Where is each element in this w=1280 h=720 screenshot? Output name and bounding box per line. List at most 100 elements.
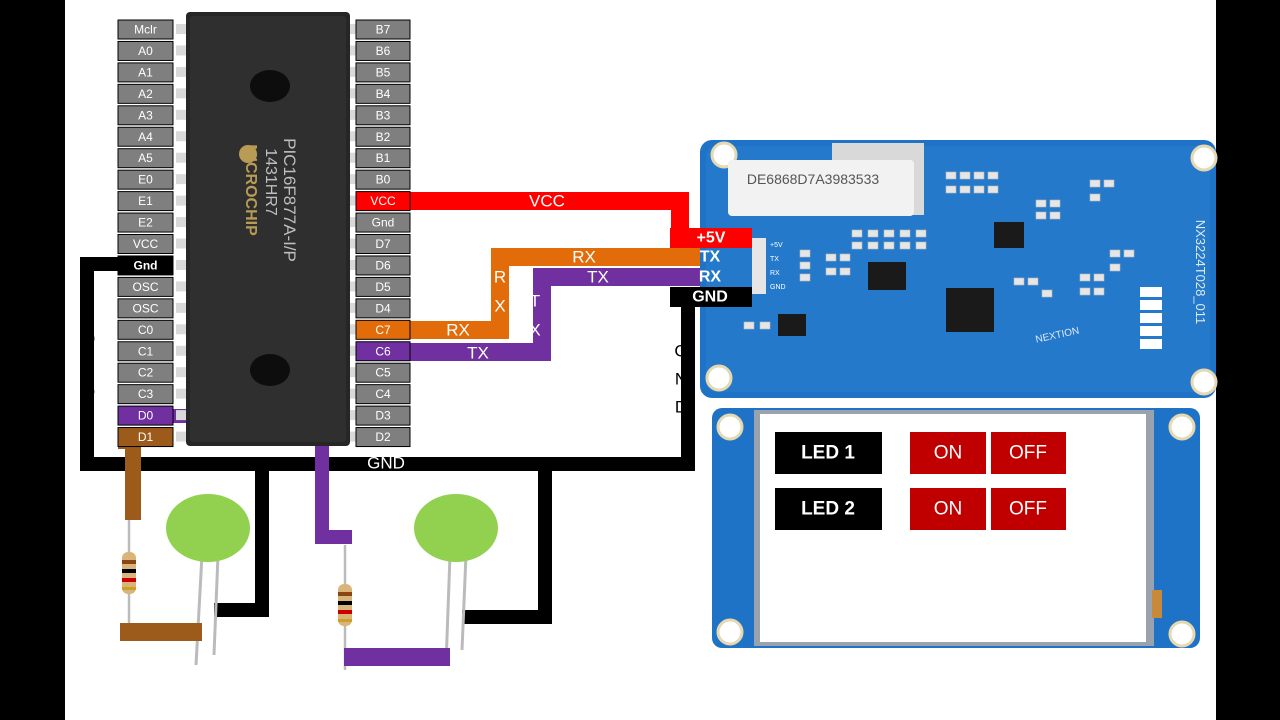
smd-part	[1041, 289, 1053, 298]
resistor-1-band-2	[122, 569, 136, 573]
pin-label: C5	[375, 366, 391, 380]
pin-box	[355, 191, 411, 212]
pin-box	[355, 105, 411, 126]
chip-leg	[176, 388, 186, 399]
pin-label-rx: RX	[699, 269, 722, 286]
tx-wire-label: TX	[587, 268, 609, 287]
led-1-body	[166, 494, 250, 562]
pin-label: Mclr	[134, 23, 157, 37]
smd-part	[799, 249, 811, 258]
pin-label: A3	[138, 108, 153, 122]
pin-right-5: B2	[355, 126, 411, 147]
nextion-back-board: DE6868D7A3983533 NX3224T028_011 NEXTION …	[700, 140, 1218, 398]
pin-label: B1	[376, 151, 391, 165]
pin-right-11: D6	[355, 255, 411, 276]
pin-box	[355, 62, 411, 83]
pin-box	[355, 276, 411, 297]
pin-label: B6	[376, 44, 391, 58]
microchip-logo-icon	[239, 145, 257, 163]
smd-part	[899, 241, 911, 250]
pin-box	[117, 105, 174, 126]
chip-leg	[176, 367, 186, 378]
connector-header	[752, 238, 766, 294]
chip-lot-code: 1431HR7	[262, 148, 279, 216]
chip-leg	[350, 281, 360, 292]
front-hole-bl	[716, 618, 744, 646]
led-1-off-label: OFF	[1009, 443, 1047, 464]
resistor-2-band-2	[338, 601, 352, 605]
pin-label: D1	[138, 430, 154, 444]
chip-leg	[176, 66, 186, 77]
pin-left-0: Mclr	[117, 19, 174, 40]
smd-part	[1035, 199, 1047, 208]
pin-label: D0	[138, 409, 154, 423]
pin-box-gnd	[670, 287, 752, 307]
chip-leg	[176, 259, 186, 270]
chip-part-number: PIC16F877A-I/P	[280, 138, 299, 262]
led-1-off-button[interactable]	[991, 432, 1066, 474]
pin-label: D3	[375, 409, 391, 423]
pin-left-9: E2	[117, 212, 174, 233]
chip-leg	[350, 174, 360, 185]
pin-left-2: A1	[117, 62, 174, 83]
resistor-2-band-4	[338, 619, 352, 622]
smd-part	[945, 171, 957, 180]
led-2	[414, 494, 498, 666]
small-ic-3	[778, 314, 806, 336]
pin-left-8: E1	[117, 191, 174, 212]
pin-right-7: B0	[355, 169, 411, 190]
pin-box	[117, 234, 174, 254]
pin-box	[355, 126, 411, 147]
chip-leg	[350, 195, 360, 206]
gnd-bottom-label: GND	[367, 454, 405, 473]
smd-part	[899, 229, 911, 238]
status-leds	[1140, 287, 1162, 349]
led-1-on-button[interactable]	[910, 432, 986, 474]
pin-right-14: C7	[355, 319, 411, 340]
pin-box	[117, 19, 174, 40]
pin-left-7: E0	[117, 169, 174, 190]
serial-sticker	[728, 160, 914, 216]
led-2-off-button[interactable]	[991, 488, 1066, 530]
led-2-on-button[interactable]	[910, 488, 986, 530]
smd-part	[987, 185, 999, 194]
pin-box	[355, 255, 411, 276]
board-model: NX3224T028_011	[1193, 220, 1208, 325]
pin-label: A2	[138, 87, 153, 101]
status-led-3	[1140, 313, 1162, 323]
smd-part	[1013, 277, 1025, 286]
smd-part	[1079, 287, 1091, 296]
pin-label: Gnd	[372, 216, 395, 230]
pin-box	[117, 384, 174, 405]
pin-left-12: OSC	[117, 276, 174, 297]
pin-box	[355, 148, 411, 169]
pic-microcontroller: PIC16F877A-I/P 1431HR7 MICROCHIP MclrA0A…	[117, 12, 411, 448]
pin-label: C0	[138, 323, 154, 337]
led-2-off-label: OFF	[1009, 499, 1047, 520]
smd-part	[1079, 273, 1091, 282]
pin-box	[355, 341, 411, 362]
mount-hole-tr	[1190, 144, 1218, 172]
serial-number: DE6868D7A3983533	[747, 171, 880, 187]
pin-box	[117, 319, 174, 340]
chip-leg	[350, 388, 360, 399]
resistor-1-band-1	[122, 560, 136, 564]
chip-leg	[350, 431, 360, 442]
chip-body-highlight	[190, 16, 346, 442]
smd-part	[1103, 179, 1115, 188]
mount-hole-bl	[705, 364, 733, 392]
pin-box	[355, 427, 411, 448]
pin-right-8: VCC	[355, 191, 411, 212]
smd-part	[799, 261, 811, 270]
led-1-leg-b	[212, 554, 220, 656]
pin-left-6: A5	[117, 148, 174, 169]
pin-right-1: B6	[355, 40, 411, 61]
smd-part	[959, 171, 971, 180]
pin-label: B3	[376, 108, 391, 122]
chip-leg	[176, 45, 186, 56]
smd-part	[1049, 211, 1061, 220]
pin-label-5v: +5V	[697, 230, 726, 247]
smd-part	[1109, 249, 1121, 258]
pin-right-19: D2	[355, 427, 411, 448]
gnd-right-label-d: D	[675, 398, 687, 417]
